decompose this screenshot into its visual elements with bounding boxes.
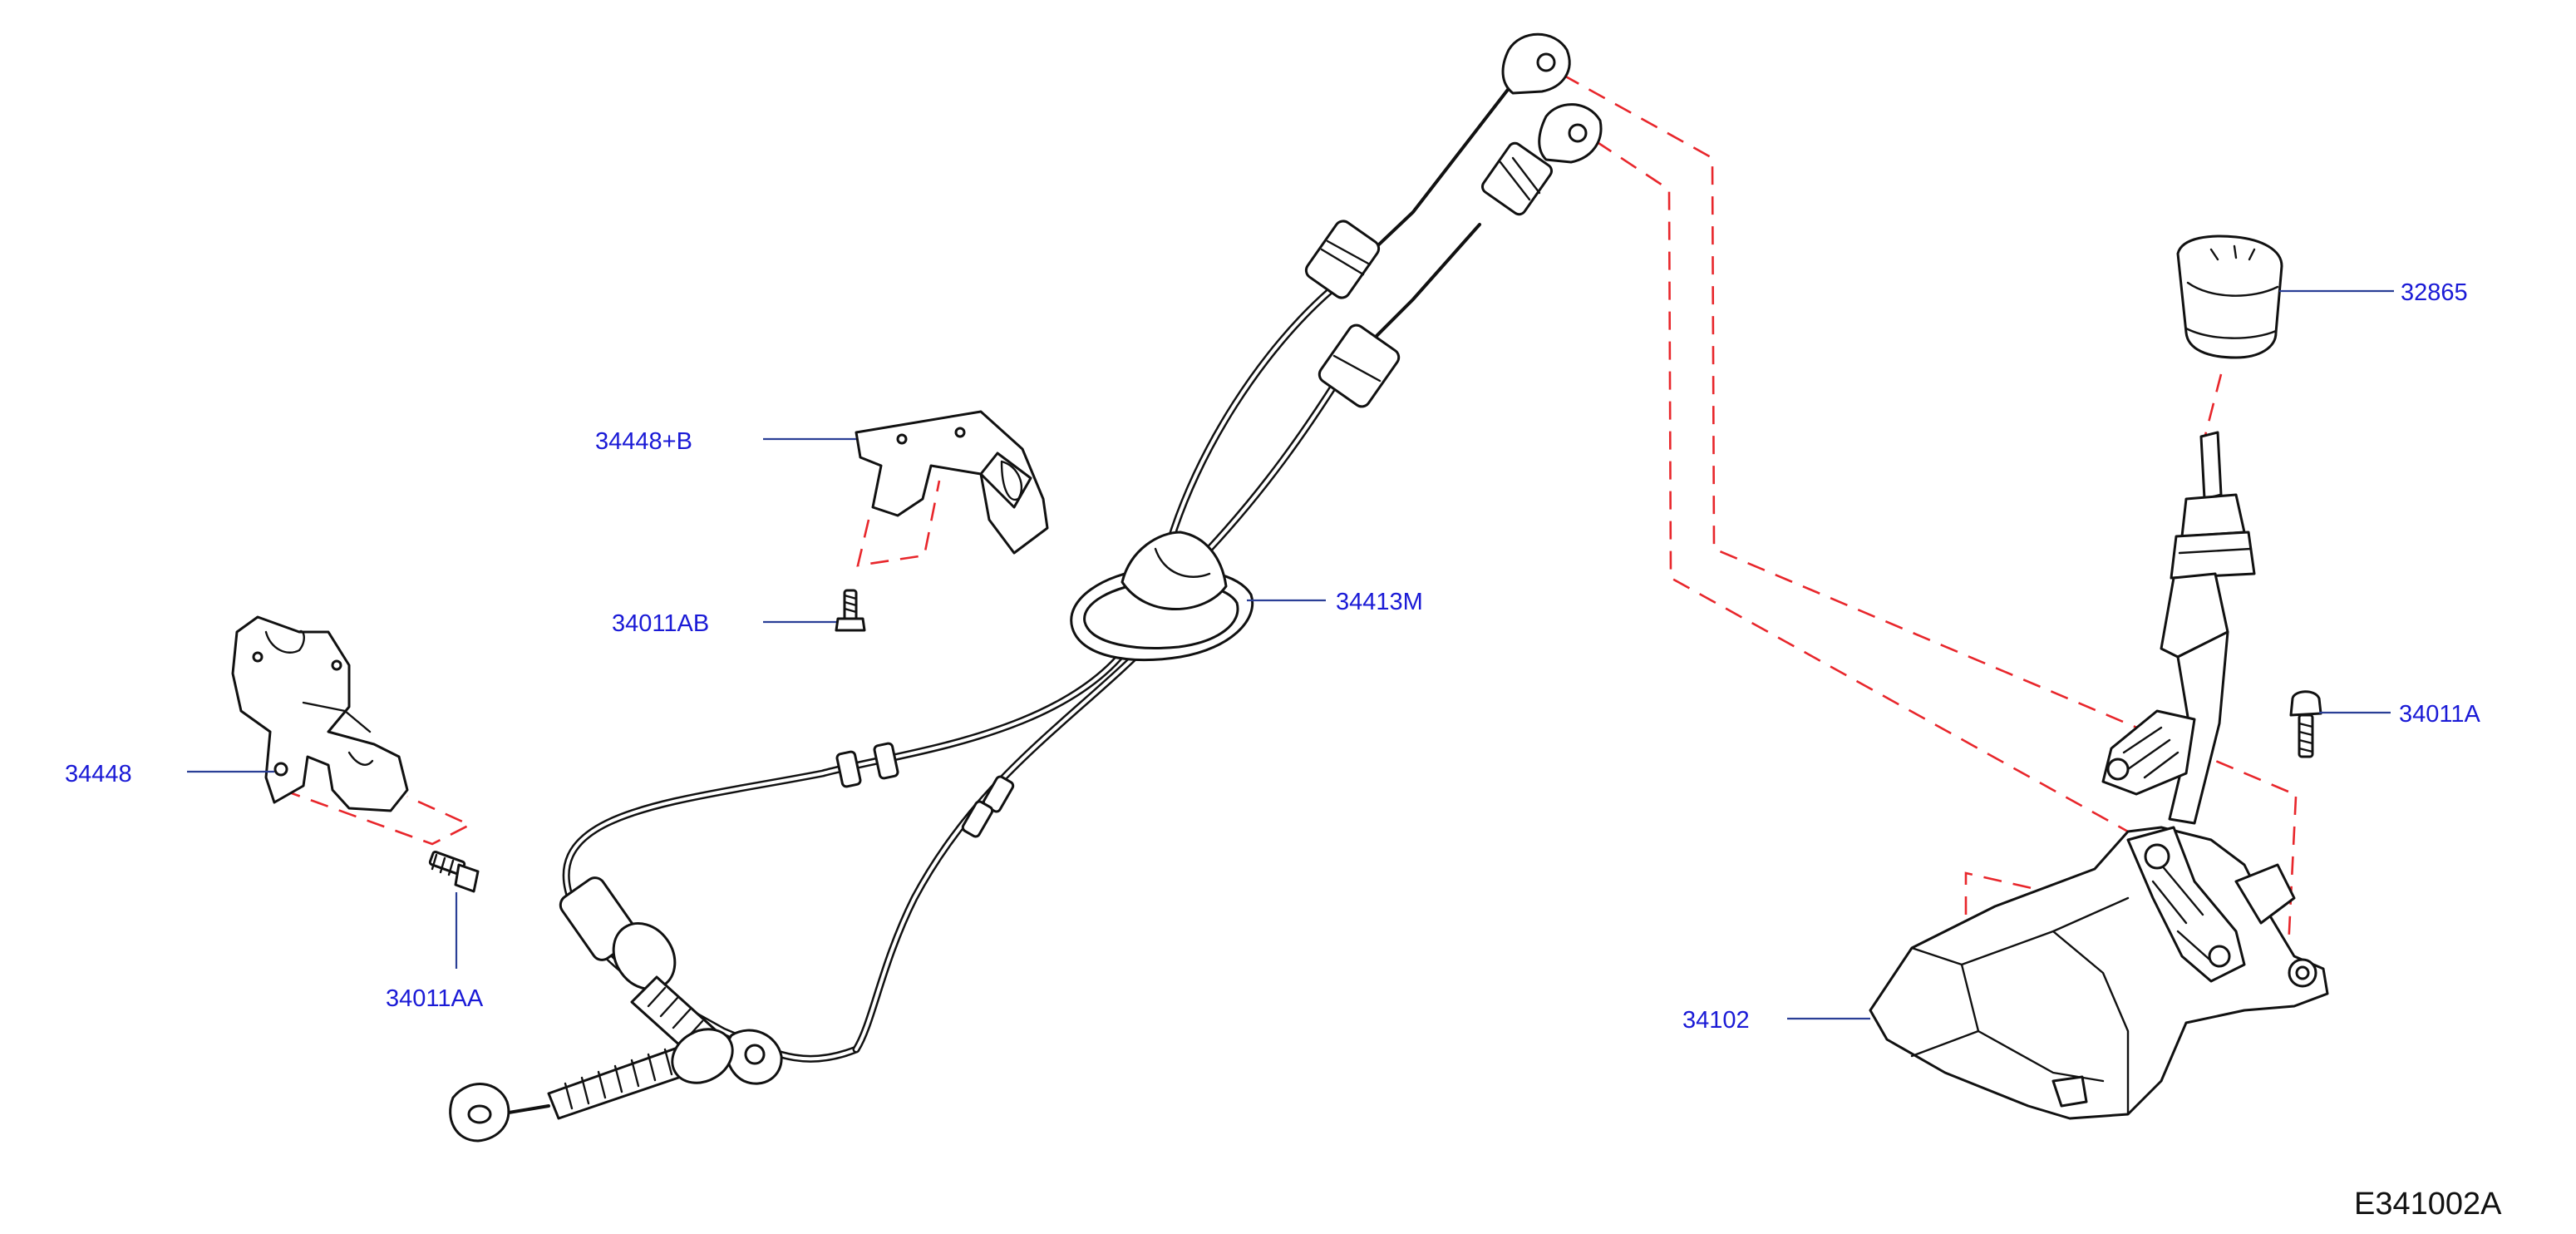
label-34448b: 34448+B	[595, 428, 692, 455]
upper-adjuster-c	[1480, 141, 1554, 216]
dash-bolt-34011a	[2286, 796, 2298, 965]
shifter-base-34102	[1869, 826, 2329, 1120]
dash-bracket-34448	[282, 788, 472, 846]
part-labels: 32865 34448+B 34413M 34011AB 34011A 3444…	[65, 279, 2480, 1034]
diagram-code: E341002A	[2354, 1187, 2502, 1222]
grommet	[1070, 531, 1254, 662]
upper-adjuster-a	[1304, 220, 1381, 299]
upper-adjuster-b	[1318, 323, 1401, 408]
bolt-34011ab	[835, 589, 866, 632]
dash-upper-rod-end	[1562, 73, 2295, 796]
cable-upper-a	[1164, 287, 1334, 553]
dash-lower-rod-end	[1595, 140, 2129, 833]
upper-rod-end-a	[1501, 32, 1571, 95]
bracket-34448b	[855, 410, 1049, 555]
bolt-34011aa	[428, 850, 480, 893]
label-34413m: 34413M	[1336, 589, 1423, 615]
label-34011aa: 34011AA	[386, 985, 484, 1012]
label-34102: 34102	[1682, 1007, 1750, 1034]
bracket-34448	[231, 615, 409, 812]
assembly-dash-lines	[282, 73, 2298, 1082]
dash-knob-to-lever	[2201, 373, 2223, 446]
dash-bracket-b	[856, 480, 941, 567]
label-32865: 32865	[2401, 279, 2468, 306]
bolt-34011a	[2289, 690, 2322, 758]
leader-lines	[187, 289, 2394, 1020]
shift-knob-32865	[2176, 234, 2283, 359]
label-34011a: 34011A	[2399, 701, 2480, 728]
lower-fitting-b	[449, 1028, 734, 1143]
shifter-lever	[2101, 431, 2256, 825]
label-34011ab: 34011AB	[612, 610, 709, 637]
cable-upper-b	[1205, 362, 1351, 553]
cable-assembly	[449, 32, 1603, 1143]
upper-rod-end-b	[1538, 103, 1603, 164]
cable-short	[852, 628, 1164, 1054]
label-34448: 34448	[65, 761, 132, 787]
